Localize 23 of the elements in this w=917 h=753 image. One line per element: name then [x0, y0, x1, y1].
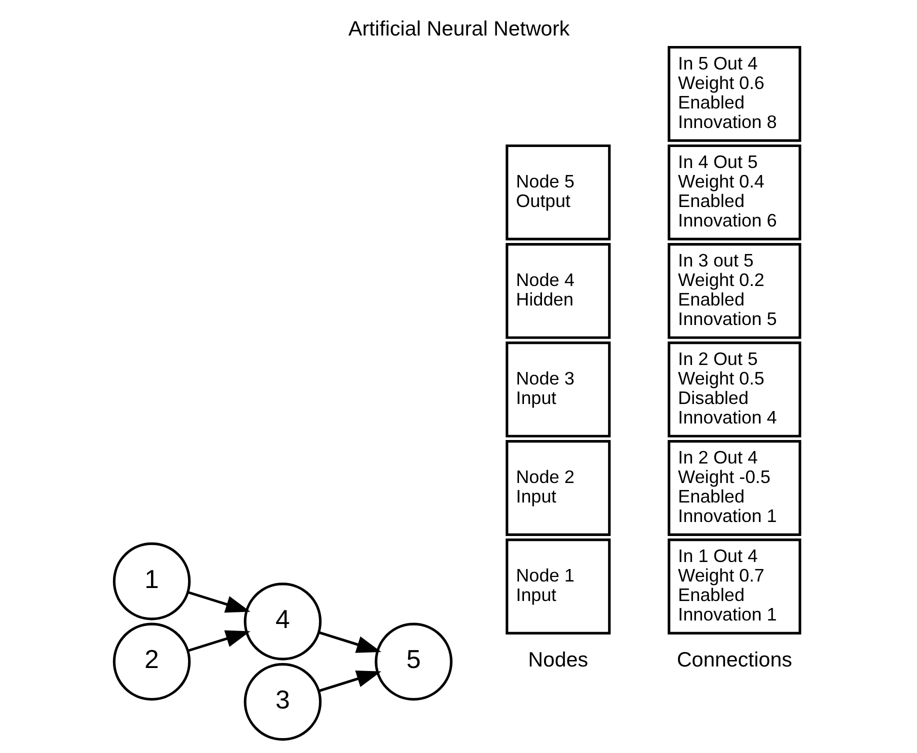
node-box: Node 4 Hidden: [505, 242, 610, 339]
node-box: Node 1 Input: [505, 538, 610, 634]
diagram-title: Artificial Neural Network: [348, 17, 570, 40]
node-circle: 4: [243, 582, 322, 660]
node-circle: 1: [112, 542, 190, 620]
node-box: In 3 out 5 Weight 0.2 Enabled Innovation 5: [667, 242, 801, 339]
node-box: In 2 Out 5 Weight 0.5 Disabled Innovation 4: [667, 342, 801, 438]
node-box: In 1 Out 4 Weight 0.7 Enabled Innovation 1: [667, 538, 801, 634]
node-box: In 4 Out 5 Weight 0.4 Enabled Innovation 6: [667, 144, 801, 240]
arrow: [318, 670, 381, 692]
node-box: Node 2 Input: [505, 440, 610, 536]
arrow: [186, 630, 250, 652]
arrow: [186, 590, 250, 613]
label: Nodes: [528, 648, 588, 672]
label: Connections: [676, 648, 792, 672]
node-circle: 2: [112, 622, 190, 701]
node-circle: 3: [243, 662, 322, 741]
node-box: In 2 Out 4 Weight -0.5 Enabled Innovation 1: [667, 440, 801, 536]
node-box: Node 5 Output: [505, 144, 610, 240]
arrow: [318, 631, 381, 653]
node-box: Node 3 Input: [505, 342, 610, 438]
node-box: In 5 Out 4 Weight 0.6 Enabled Innovation 8: [667, 46, 801, 142]
node-circle: 5: [374, 622, 452, 701]
